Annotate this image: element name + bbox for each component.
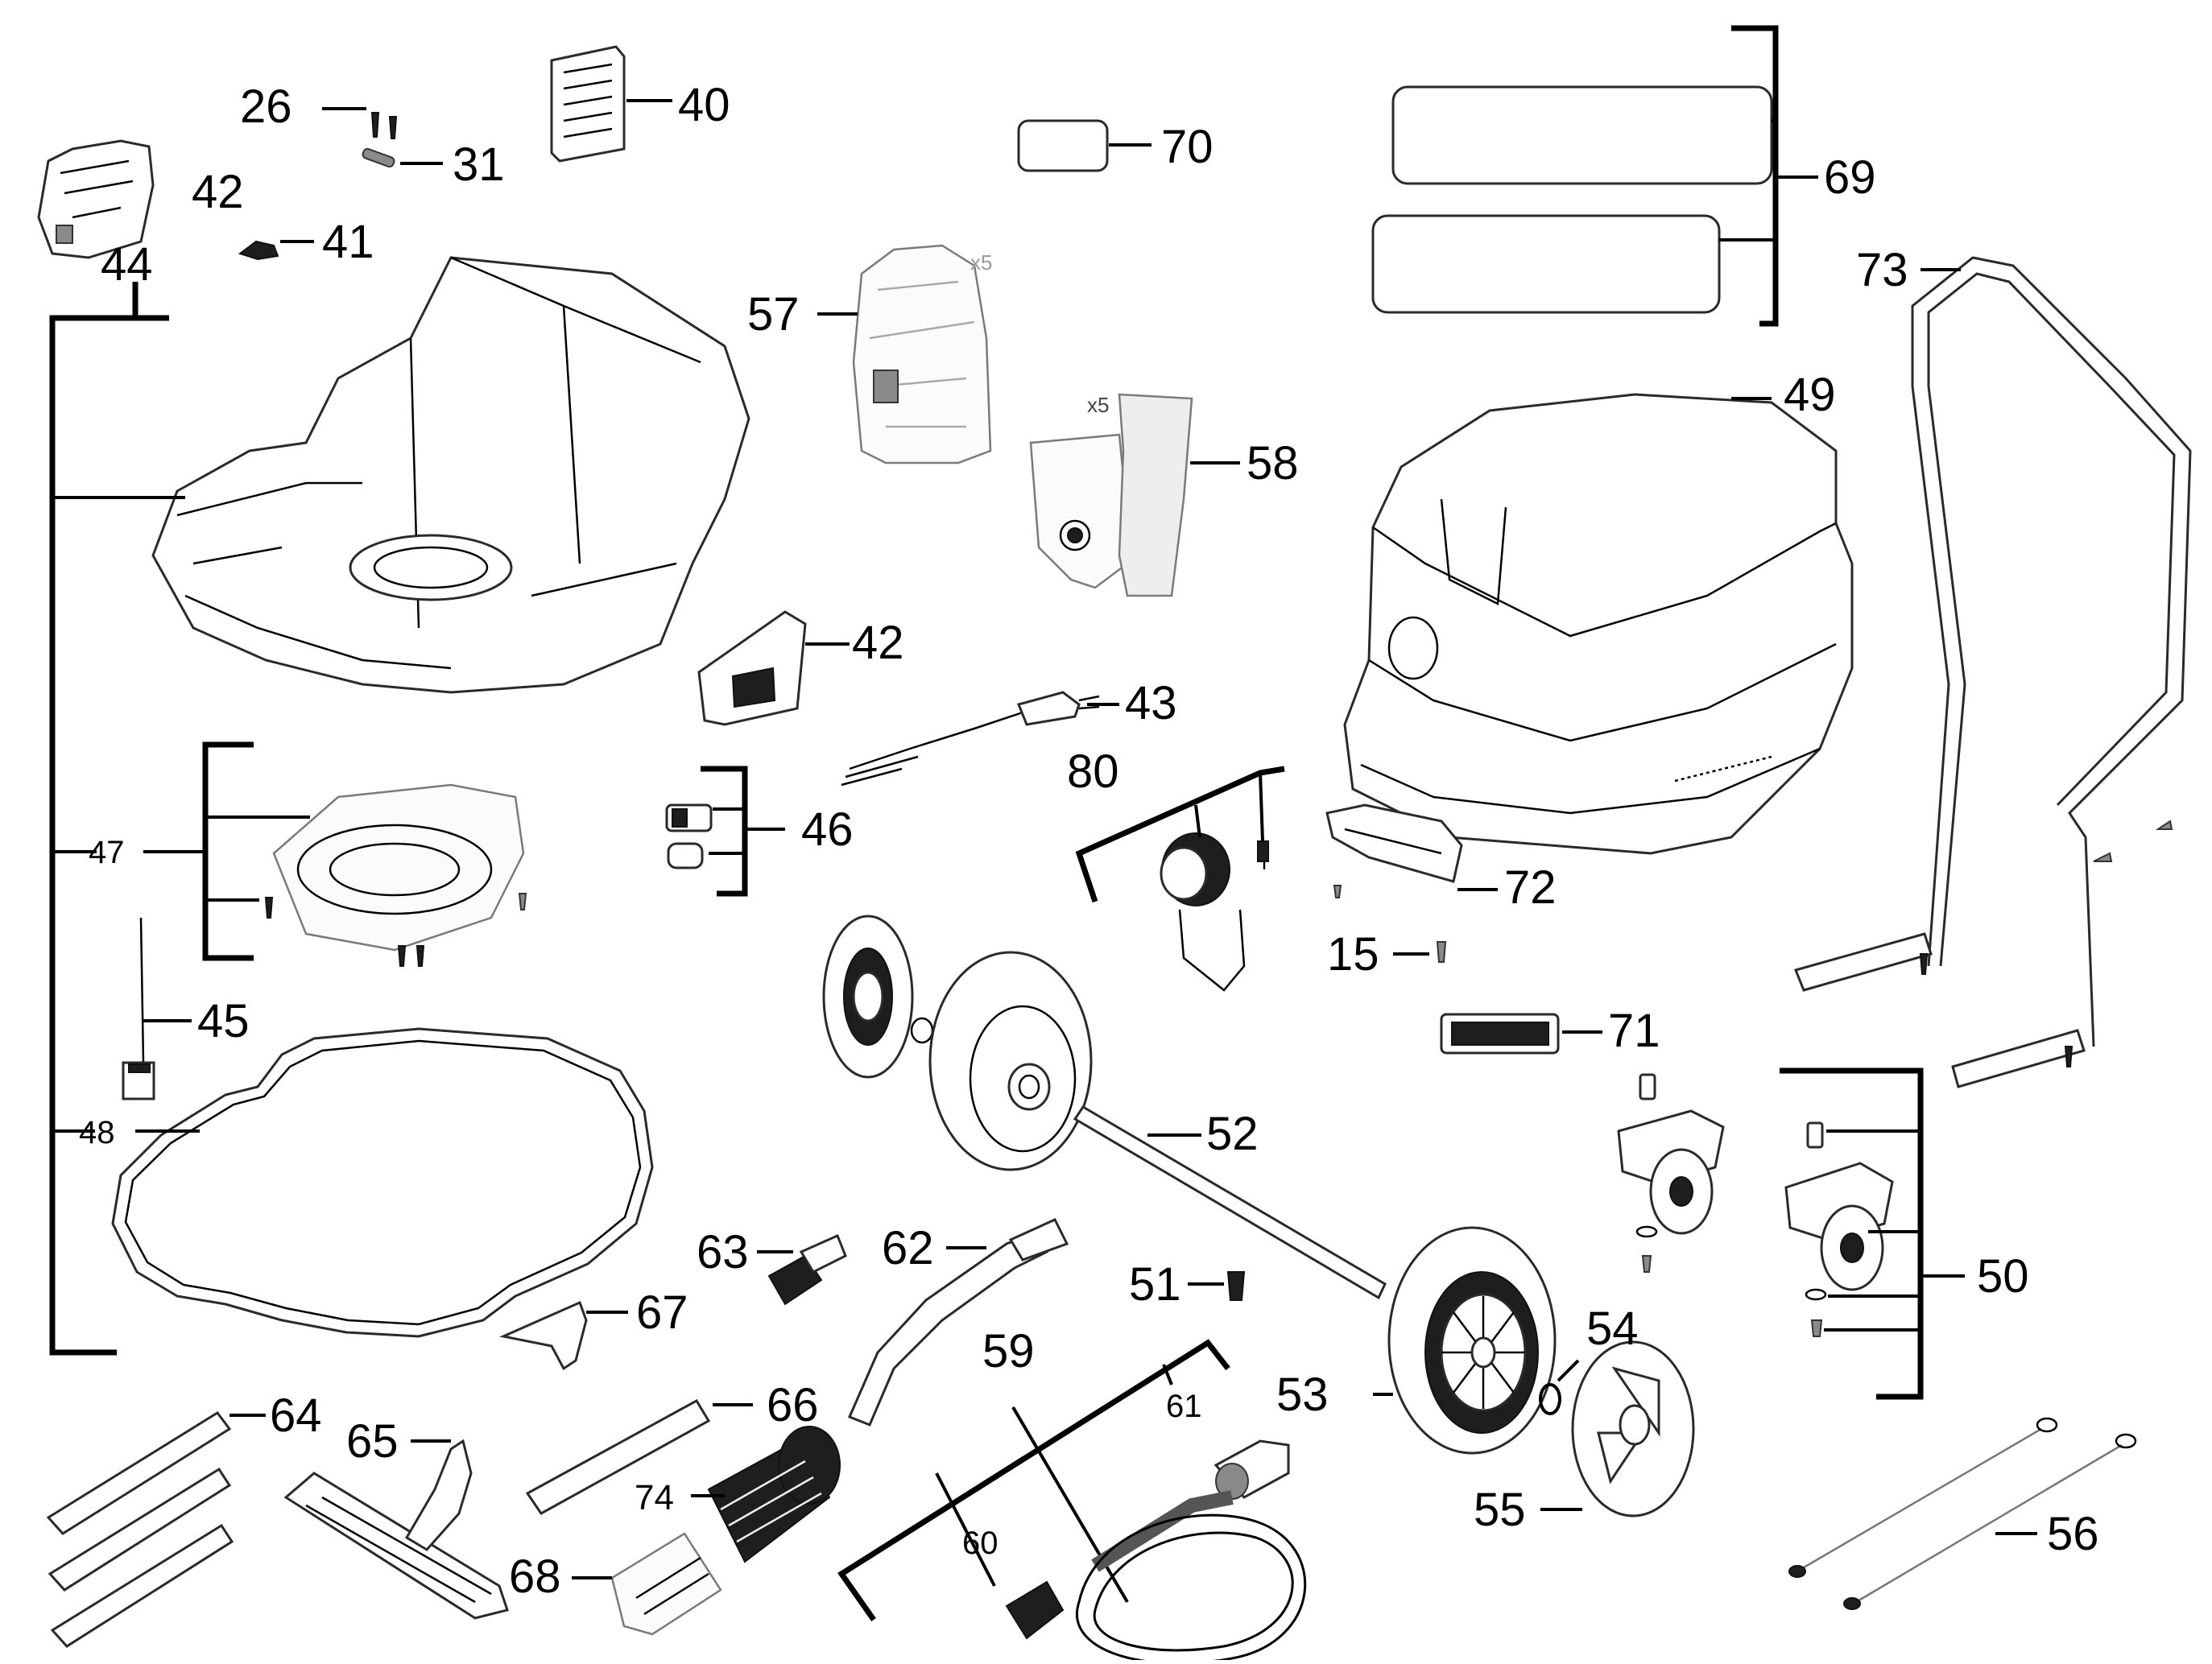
part-42-top-latch [37,139,155,259]
label-47: 47 [89,835,125,870]
part-57-filter-bag [817,244,992,465]
part-42-middle-latch [697,610,850,726]
label-60: 60 [962,1526,999,1561]
part-43-power-cord [841,691,1119,787]
part-55-hub-cap-right [1540,1340,1695,1517]
part-71-badge [1440,1013,1602,1055]
label-66: 66 [767,1379,819,1431]
bracket-47 [55,741,310,961]
part-66-tube [525,1398,753,1515]
label-51: 51 [1129,1258,1181,1311]
part-60-connector [1005,1580,1065,1640]
label-43: 43 [1125,677,1177,729]
part-80-hose-socket [1075,766,1285,992]
label-67: 67 [636,1286,688,1339]
label-65: 65 [346,1415,399,1468]
part-hose-coil [1076,1490,1307,1664]
part-wheel-left [928,951,1093,1171]
label-69: 69 [1824,151,1876,204]
part-51-screw [1188,1271,1246,1301]
part-40-filter [550,45,672,163]
label-50: 50 [1977,1250,2029,1303]
part-62-bent-tube [848,1218,1069,1427]
part-41-nut [238,240,314,261]
label-54: 54 [1586,1303,1639,1355]
part-64-tubes [46,1411,266,1648]
label-41: 41 [322,216,374,268]
label-62: 62 [882,1222,934,1274]
part-46-switch-pair [665,766,785,897]
label-73: 73 [1856,244,1908,296]
label-46: 46 [801,803,854,856]
part-69-labels [1371,25,1818,327]
qty-58: x5 [1087,393,1109,417]
bracket-44 [49,282,185,1356]
part-number-labels-small: 47 48 61 60 [79,835,1202,1561]
part-65-floor-nozzle [283,1439,509,1620]
part-63-adapter [757,1233,847,1306]
part-58-paper-bag [1029,393,1240,597]
label-58: 58 [1247,437,1299,489]
label-53: 53 [1276,1369,1329,1421]
label-74: 74 [635,1478,674,1517]
label-59: 59 [982,1325,1035,1377]
label-26: 26 [240,81,292,133]
label-42-top: 42 [192,166,244,218]
part-caster-left [1617,1073,1725,1273]
label-68: 68 [509,1550,561,1603]
label-45: 45 [197,995,250,1047]
label-56: 56 [2047,1508,2099,1560]
part-47-motor-base [264,783,527,967]
label-61: 61 [1166,1389,1202,1424]
qty-57: x5 [970,250,992,275]
label-31: 31 [453,138,505,191]
label-48: 48 [79,1115,115,1150]
label-52: 52 [1206,1108,1259,1160]
part-48-gasket [55,1027,654,1338]
label-80: 80 [1067,745,1119,798]
part-number-labels: 26 31 40 42 41 44 70 69 73 57 49 58 42 4… [101,79,2099,1603]
part-67-nozzle [499,1300,628,1371]
part-44-upper-housing [151,256,750,694]
part-45-switch [122,917,192,1100]
part-15-screw [1393,941,1447,963]
label-49: 49 [1784,369,1836,421]
part-74-hose-end [691,1426,841,1563]
label-42-middle: 42 [852,617,904,669]
quantity-marks: x5 x5 [970,250,1109,417]
part-72-bumper [1325,803,1498,898]
part-56-cables [1788,1417,2137,1610]
part-59-hose-bracket [837,1339,1230,1622]
part-53-wheel-right [1373,1226,1557,1455]
part-26-screws [322,107,398,139]
part-31-pin [362,147,443,168]
part-61-connector [1213,1439,1290,1500]
label-63: 63 [697,1226,749,1278]
label-70: 70 [1161,121,1213,173]
part-50-caster-right [1780,1067,1965,1400]
part-hub-cap-left [822,915,934,1079]
label-57: 57 [747,288,800,341]
part-70-label [1017,119,1151,172]
label-71: 71 [1608,1005,1660,1057]
label-64: 64 [270,1389,322,1442]
part-54-ring [1539,1359,1580,1415]
part-73-handle [1793,256,2192,1088]
label-72: 72 [1504,861,1557,914]
label-15: 15 [1327,928,1379,981]
part-49-tank [1343,393,1854,855]
part-52-axle [1073,1105,1387,1300]
label-44: 44 [101,238,153,291]
label-40: 40 [678,79,730,131]
part-68-cuff [572,1532,722,1636]
label-55: 55 [1474,1484,1526,1536]
